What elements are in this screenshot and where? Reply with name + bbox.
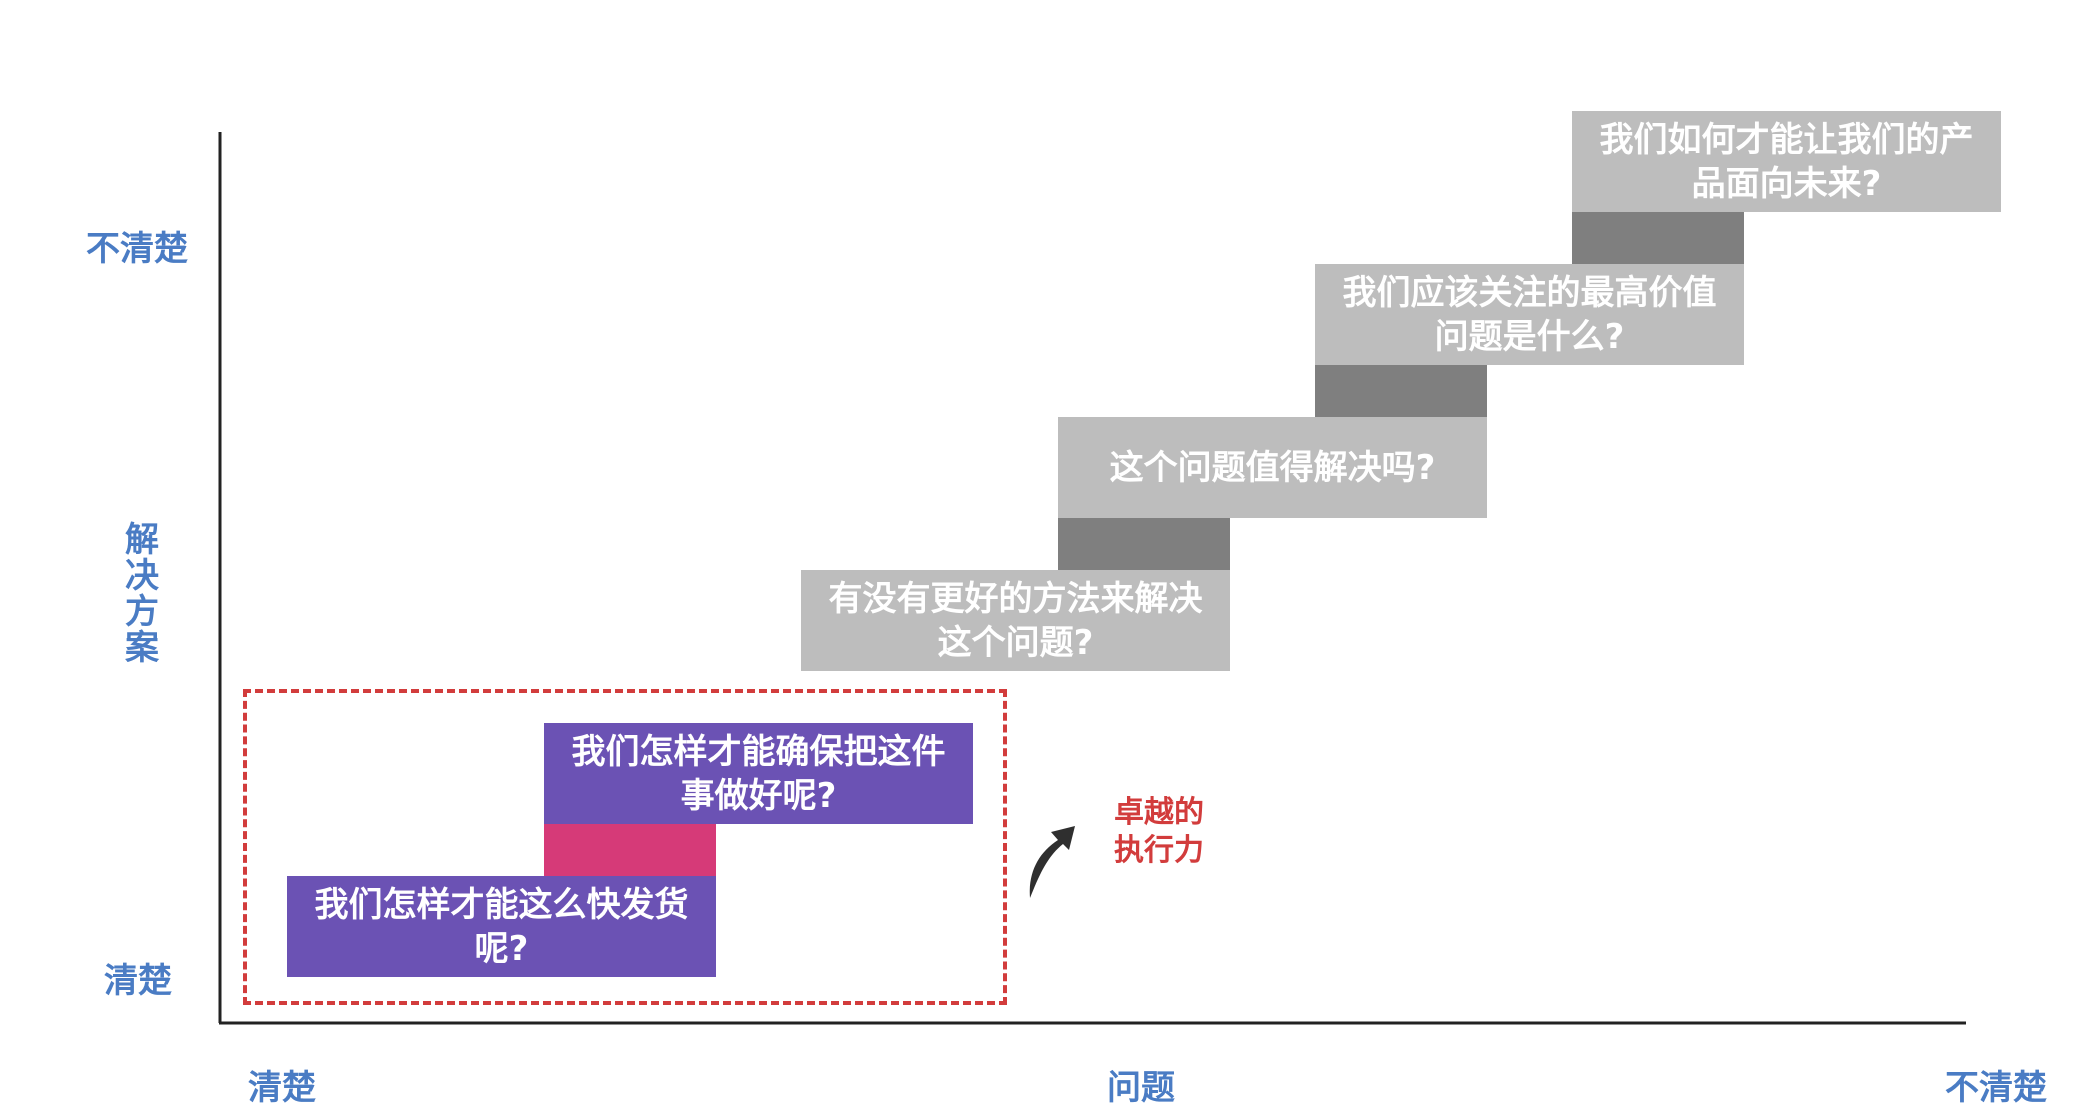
step-box-better-method: 有没有更好的方法来解决这个问题? <box>801 570 1230 671</box>
curved-arrow-icon <box>1029 826 1075 898</box>
step-connector-3 <box>1315 365 1487 417</box>
step-connector-1 <box>544 824 716 876</box>
step-box-highest-value: 我们应该关注的最高价值问题是什么? <box>1315 264 1744 365</box>
y-axis-bottom-label: 清楚 <box>104 961 172 1001</box>
y-axis-middle-label: 解决方案 <box>125 520 159 668</box>
step-connector-4 <box>1572 212 1744 264</box>
x-axis-middle-label: 问题 <box>1107 1068 1175 1108</box>
step-box-do-it-right: 我们怎样才能确保把这件事做好呢? <box>544 723 973 824</box>
step-connector-2 <box>1058 518 1230 570</box>
x-axis-right-label: 不清楚 <box>1945 1068 2047 1108</box>
x-axis-left-label: 清楚 <box>248 1068 316 1108</box>
execution-highlight-frame <box>243 689 1007 1005</box>
y-axis-top-label: 不清楚 <box>86 229 188 269</box>
excellent-execution-callout: 卓越的 执行力 <box>1114 795 1204 868</box>
step-box-worth-solving: 这个问题值得解决吗? <box>1058 417 1487 518</box>
step-box-ship-fast: 我们怎样才能这么快发货呢? <box>287 876 716 977</box>
step-box-future-proof: 我们如何才能让我们的产品面向未来? <box>1572 111 2001 212</box>
